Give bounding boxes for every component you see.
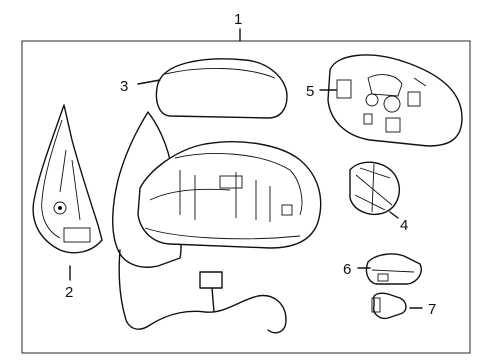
callout-7: 7	[428, 301, 436, 318]
part-6-lamp-housing	[365, 253, 422, 285]
callout-6: 6	[343, 261, 351, 278]
part-2-mirror-base	[32, 104, 103, 254]
callout-5: 5	[306, 83, 314, 100]
part-4-mirror-motor	[349, 161, 400, 216]
assembly-frame	[21, 40, 471, 354]
part-7-bulb	[371, 292, 407, 320]
part-1-mirror-housing	[112, 111, 322, 268]
callout-4: 4	[400, 217, 408, 234]
part-5-mirror-glass	[327, 54, 463, 147]
wiring-harness	[118, 249, 287, 334]
leader-4	[389, 211, 399, 219]
callout-2: 2	[65, 284, 73, 301]
part-3-mirror-cover	[155, 58, 288, 119]
callout-3: 3	[120, 78, 128, 95]
callout-1: 1	[234, 11, 242, 28]
leader-3	[137, 79, 161, 85]
